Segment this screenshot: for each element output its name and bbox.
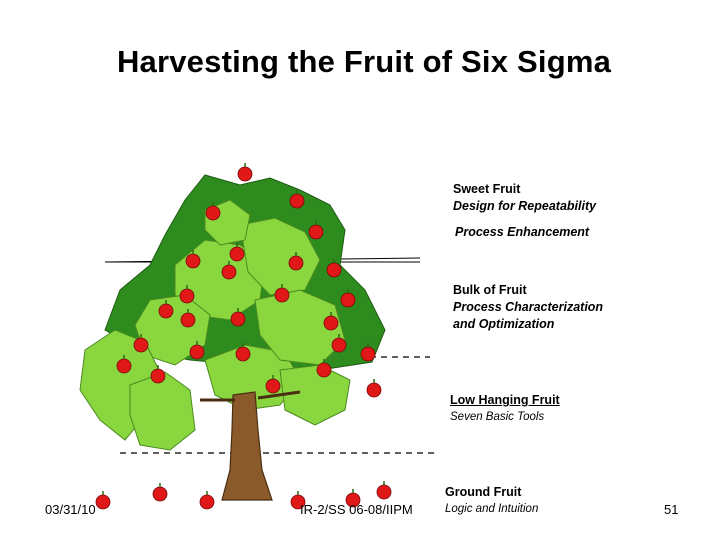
sweet-fruit-line1: Design for Repeatability [453, 199, 597, 213]
low-hanging-line1: Seven Basic Tools [450, 411, 545, 423]
bulk-fruit-label: Bulk of Fruit Process Characterization a… [453, 282, 603, 333]
apple-stems [102, 163, 385, 495]
apple [289, 193, 305, 209]
ground-fruit-line1: Logic and Intuition [445, 503, 539, 515]
sweet-fruit-heading: Sweet Fruit [453, 182, 521, 196]
apple [116, 358, 132, 374]
apple [150, 368, 166, 384]
apple [205, 205, 221, 221]
apple [95, 494, 111, 510]
apple [308, 224, 324, 240]
footer-center: IR-2/SS 06-08/IIPM [300, 502, 413, 517]
bulk-fruit-line1: Process Characterization [453, 300, 604, 314]
apple [229, 246, 245, 262]
apple [237, 166, 253, 182]
apple [331, 337, 347, 353]
apple [179, 288, 195, 304]
apple [189, 344, 205, 360]
apple [235, 346, 251, 362]
bulk-fruit-line2: and Optimization [453, 317, 555, 331]
apple [199, 494, 215, 510]
apple [230, 311, 246, 327]
apple [316, 362, 332, 378]
apple [185, 253, 201, 269]
apple [288, 255, 304, 271]
apple [376, 484, 392, 500]
apple [133, 337, 149, 353]
apple [180, 312, 196, 328]
apple [158, 303, 174, 319]
apple [360, 346, 376, 362]
apple [265, 378, 281, 394]
apple [340, 292, 356, 308]
apple [221, 264, 237, 280]
tree-trunk [221, 391, 273, 501]
apple [274, 287, 290, 303]
process-enhancement-label: Process Enhancement [455, 225, 590, 239]
footer-date: 03/31/10 [45, 502, 96, 517]
bulk-fruit-heading: Bulk of Fruit [453, 283, 527, 297]
slide-title: Harvesting the Fruit of Six Sigma [116, 44, 612, 79]
apple [323, 315, 339, 331]
low-hanging-heading: Low Hanging Fruit [450, 393, 560, 407]
sweet-fruit-label: Sweet Fruit Design for Repeatability [453, 181, 596, 215]
low-hanging-fruit-label: Low Hanging Fruit Seven Basic Tools [450, 392, 560, 426]
apple [366, 382, 382, 398]
apple [152, 486, 168, 502]
page-number: 51 [664, 502, 679, 517]
ground-fruit-heading: Ground Fruit [445, 485, 522, 499]
ground-fruit-label: Ground Fruit Logic and Intuition [445, 484, 538, 518]
apple [326, 262, 342, 278]
